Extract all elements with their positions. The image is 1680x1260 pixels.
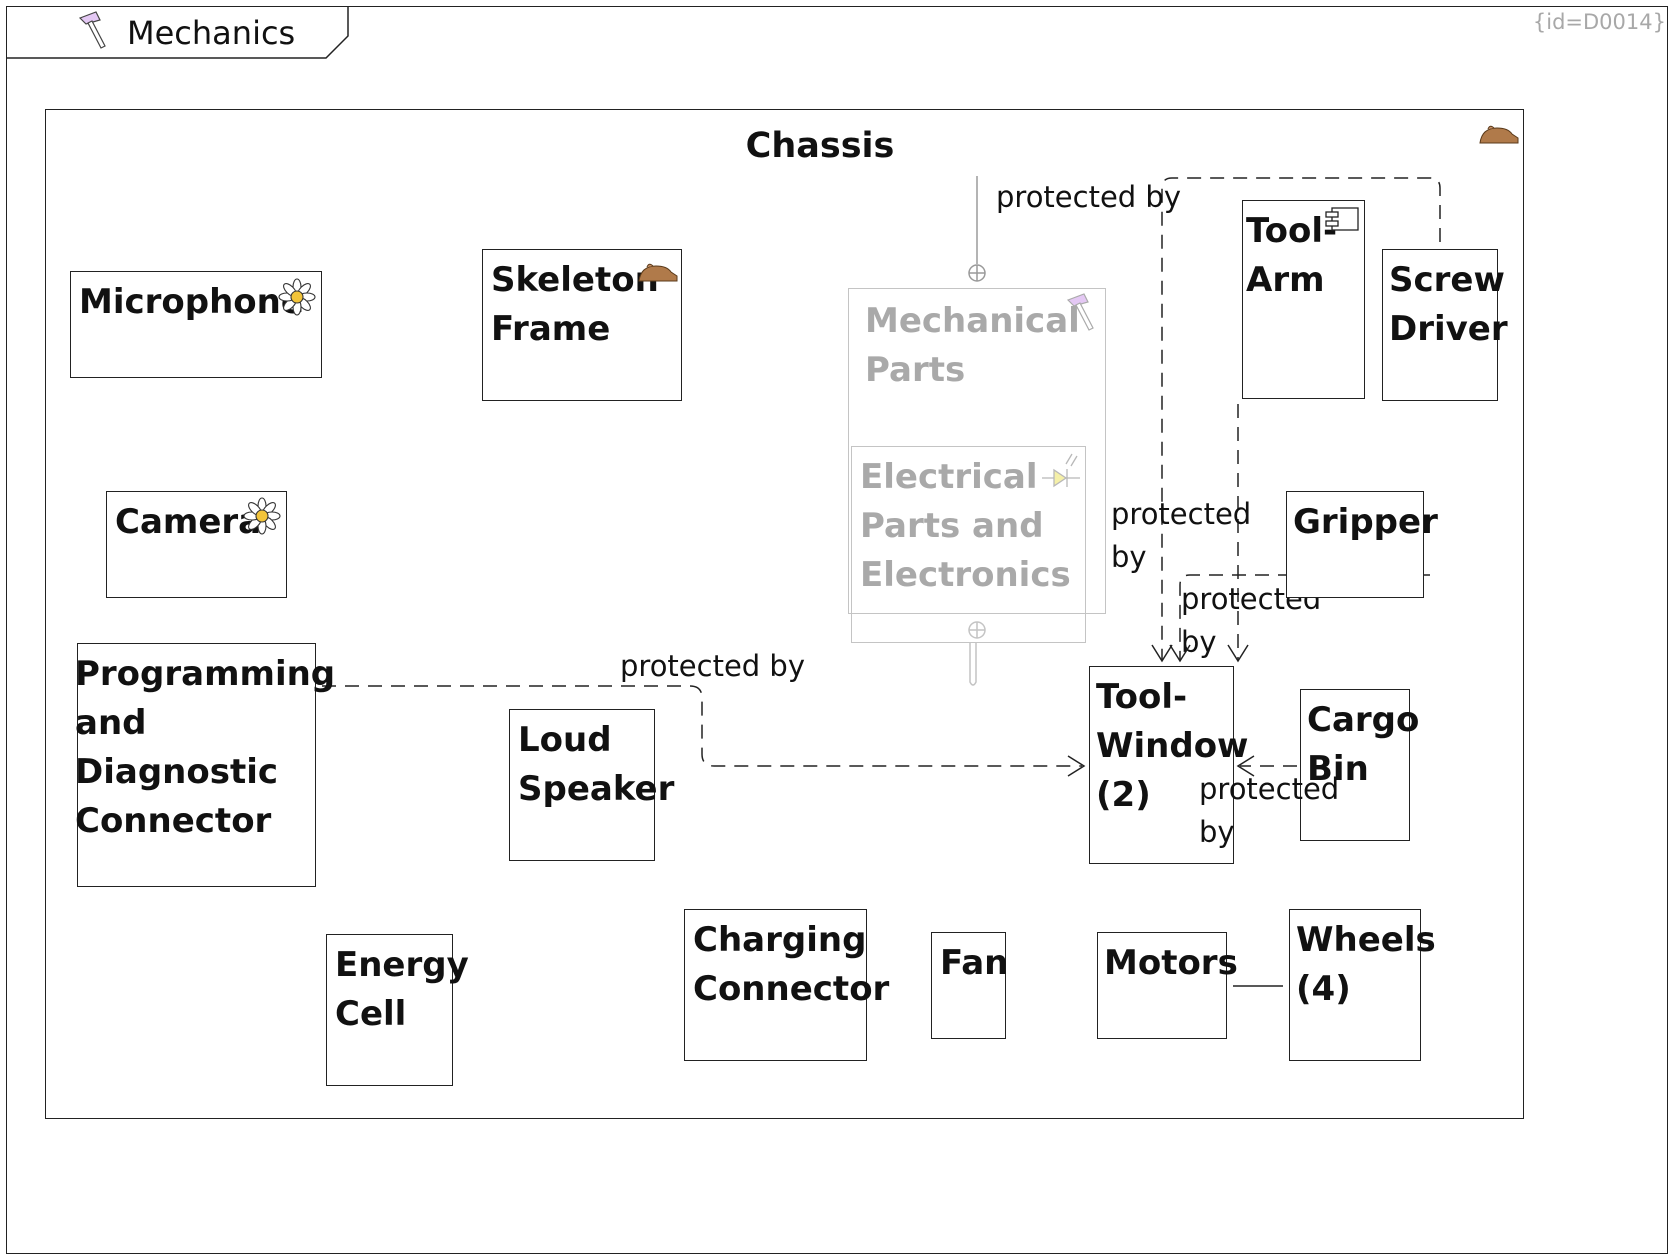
edge-label-protected-by-top: protected by xyxy=(996,180,1182,214)
block-label: Cargo Bin xyxy=(1307,700,1420,789)
mouse-icon xyxy=(1479,125,1519,144)
block-label: Charging Connector xyxy=(693,920,890,1009)
frame-title: Mechanics xyxy=(127,14,296,52)
chassis-title: Chassis xyxy=(745,126,895,166)
block-loud-speaker[interactable]: Loud Speaker xyxy=(509,709,674,861)
block-energy-cell[interactable]: Energy Cell xyxy=(326,934,469,1086)
block-label: Electrical Parts and Electronics xyxy=(860,457,1071,595)
block-label: Mechanical Parts xyxy=(865,301,1080,390)
block-label: Fan xyxy=(940,943,1009,983)
dependency-gripper-toolwindow xyxy=(1179,574,1430,660)
block-fan[interactable]: Fan xyxy=(931,932,1009,1039)
frame-tab xyxy=(6,6,349,59)
block-label: Motors xyxy=(1104,943,1238,983)
edge-label-protected-by-connector: protected by xyxy=(620,649,806,683)
dependency-screwdriver-toolwindow xyxy=(1161,177,1441,660)
block-gripper[interactable]: Gripper xyxy=(1286,491,1438,598)
dependency-connector-toolwindow xyxy=(322,685,1082,767)
block-label: Tool- Arm xyxy=(1246,211,1338,300)
block-microphone[interactable]: Microphone xyxy=(70,271,322,378)
block-motors[interactable]: Motors xyxy=(1097,932,1238,1039)
block-label: Screw Driver xyxy=(1389,260,1508,349)
flower-icon xyxy=(278,278,316,316)
block-tool-window[interactable]: Tool- Window (2) xyxy=(1089,666,1248,864)
block-label: Programming and Diagnostic Connector xyxy=(75,654,336,841)
block-label: Camera xyxy=(115,502,262,542)
diagram-id: {id=D0014} xyxy=(1532,10,1666,34)
block-electrical-parts[interactable]: Electrical Parts and Electronics xyxy=(851,446,1086,643)
mouse-icon xyxy=(638,263,678,282)
component-icon xyxy=(1325,207,1359,231)
block-charging-connector[interactable]: Charging Connector xyxy=(684,909,889,1061)
block-label: Loud Speaker xyxy=(518,720,675,809)
block-screw-driver[interactable]: Screw Driver xyxy=(1382,249,1508,401)
block-label: Energy Cell xyxy=(335,945,469,1034)
block-cargo-bin[interactable]: Cargo Bin xyxy=(1300,689,1419,841)
mechanics-frame xyxy=(6,6,1668,1254)
block-tool-arm[interactable]: Tool- Arm xyxy=(1242,200,1365,399)
block-programming-connector[interactable]: Programming and Diagnostic Connector xyxy=(75,643,335,887)
led-icon xyxy=(1042,453,1080,488)
block-label: Skeleton Frame xyxy=(491,260,659,349)
block-wheels[interactable]: Wheels (4) xyxy=(1289,909,1436,1061)
flower-icon xyxy=(243,497,281,535)
edge-label-protected-by-cargo: protected by xyxy=(1199,772,1340,849)
block-label: Wheels (4) xyxy=(1296,920,1436,1009)
block-label: Tool- Window (2) xyxy=(1096,677,1249,815)
block-label: Gripper xyxy=(1293,502,1438,542)
hammer-icon xyxy=(78,11,106,49)
hammer-icon xyxy=(1066,293,1094,331)
edge-label-protected-by-mid: protected by xyxy=(1111,497,1252,574)
block-mechanical-parts[interactable]: Mechanical Parts xyxy=(848,288,1106,614)
block-label: Microphone xyxy=(79,282,304,322)
